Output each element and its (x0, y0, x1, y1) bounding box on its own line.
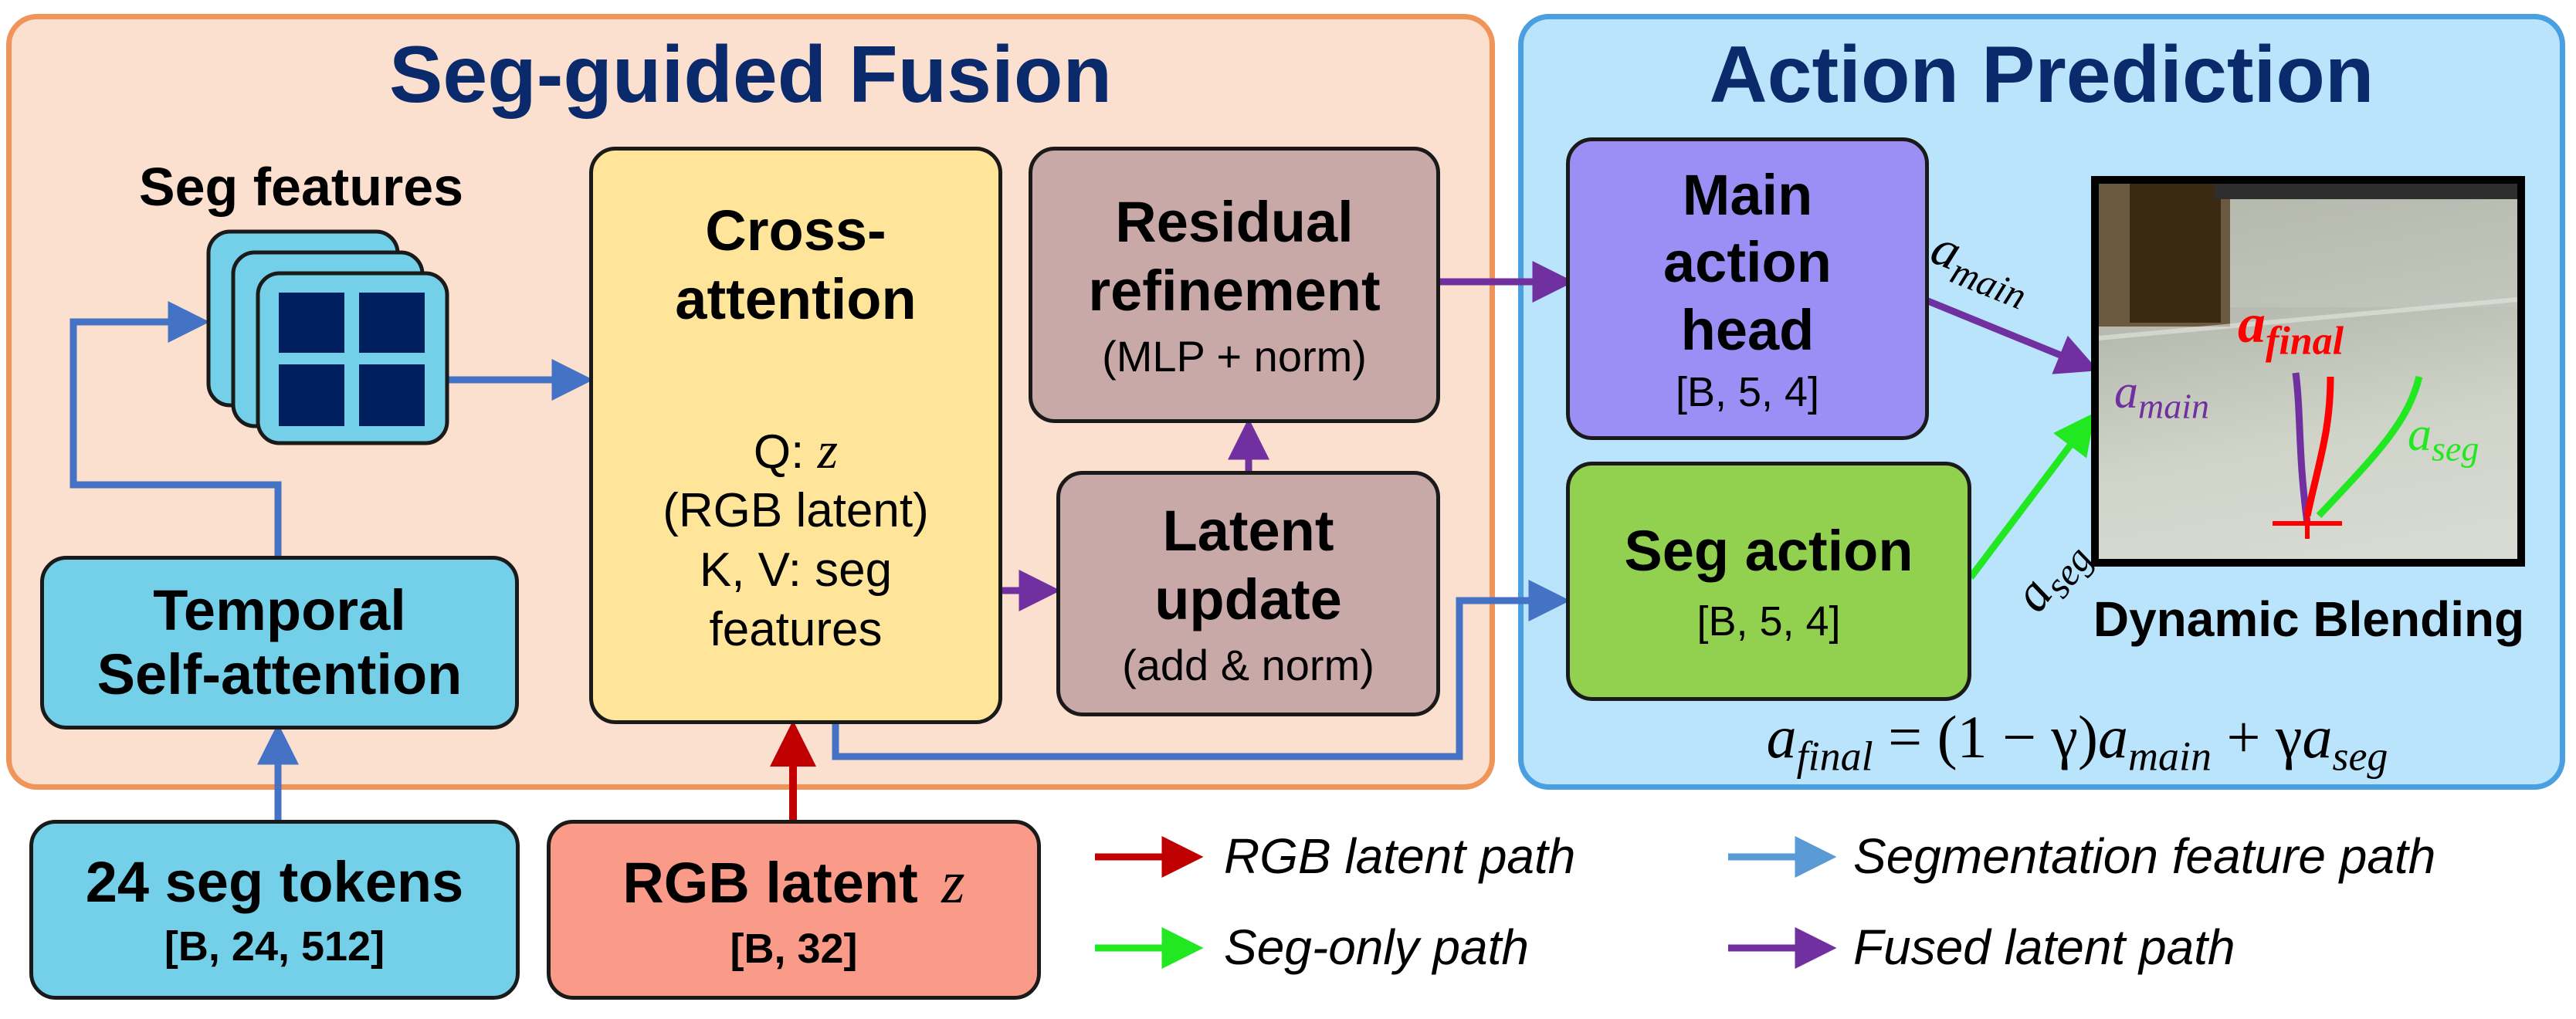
seg-tokens-shape: [B, 24, 512] (164, 923, 385, 970)
main-head-line3: head (1680, 297, 1815, 362)
latent-update-block: Latent update (add & norm) (1056, 471, 1440, 716)
blend-a-final-label: afinal (2238, 293, 2344, 364)
blend-a-main-label: amain (2114, 366, 2209, 426)
legend-seg-feature-label: Segmentation feature path (1853, 828, 2436, 884)
arrow-seg-action-to-blend (1968, 412, 2096, 580)
residual-sub: (MLP + norm) (1102, 332, 1367, 381)
seg-action-shape: [B, 5, 4] (1696, 598, 1841, 645)
main-head-shape: [B, 5, 4] (1675, 368, 1820, 415)
legend-rgb-label: RGB latent path (1224, 828, 1576, 884)
latent-update-line1: Latent (1162, 498, 1334, 563)
arrow-main-head-to-blend (1923, 296, 2099, 374)
main-action-head-block: Main action head [B, 5, 4] (1566, 137, 1929, 440)
seg-features-label: Seg features (138, 157, 464, 217)
main-head-line1: Main (1682, 163, 1813, 228)
rgb-latent-shape: [B, 32] (730, 925, 858, 972)
cross-attention-kv-line1: K, V: seg (699, 543, 893, 598)
cross-attention-q-symbol: z (817, 420, 839, 479)
cross-attention-kv-line2: features (709, 602, 883, 656)
arrow-temporal-to-seg-features (69, 301, 282, 556)
action-prediction-title: Action Prediction (1709, 30, 2374, 120)
main-head-line2: action (1663, 230, 1832, 295)
cross-attention-block: Cross- attention Q: z (RGB latent) K, V:… (589, 147, 1002, 724)
temporal-line2: Self-attention (97, 642, 463, 706)
cross-attention-q-prefix: Q: (753, 425, 818, 479)
rgb-latent-title-row: RGB latent z (622, 848, 964, 917)
latent-update-line2: update (1154, 567, 1342, 631)
blend-a-seg-label: aseg (2408, 408, 2479, 469)
blending-image-frame: afinal amain aseg (2091, 176, 2525, 567)
seg-guided-fusion-title: Seg-guided Fusion (389, 30, 1112, 120)
dynamic-blending-caption: Dynamic Blending (2093, 591, 2525, 647)
seg-action-block: Seg action [B, 5, 4] (1566, 462, 1971, 701)
seg-features-stack-icon (206, 229, 449, 445)
seg-tokens-block: 24 seg tokens [B, 24, 512] (29, 820, 520, 1000)
legend-fused-label: Fused latent path (1853, 919, 2235, 975)
rgb-latent-block: RGB latent z [B, 32] (547, 820, 1041, 1000)
rgb-latent-title: RGB latent (622, 850, 918, 915)
legend-seg-only-label: Seg-only path (1224, 919, 1529, 975)
cross-attention-line1: Cross- (705, 198, 886, 262)
blending-equation: afinal = (1 − γ)amain + γaseg (1766, 703, 2388, 780)
seg-action-title: Seg action (1624, 518, 1913, 583)
residual-line1: Residual (1115, 189, 1354, 254)
cross-attention-q-desc: (RGB latent) (663, 484, 929, 538)
residual-refinement-block: Residual refinement (MLP + norm) (1029, 147, 1440, 423)
residual-line2: refinement (1088, 258, 1381, 323)
seg-tokens-title: 24 seg tokens (85, 850, 464, 914)
cross-attention-q-row: Q: z (754, 419, 838, 482)
cross-attention-line2: attention (675, 266, 917, 331)
rgb-latent-symbol: z (941, 848, 965, 916)
arrow-cross-attention-to-seg-action (832, 580, 1571, 760)
temporal-self-attention-block: Temporal Self-attention (40, 556, 519, 730)
temporal-line1: Temporal (153, 577, 406, 642)
latent-update-sub: (add & norm) (1122, 641, 1374, 690)
blending-scene (2099, 184, 2517, 539)
